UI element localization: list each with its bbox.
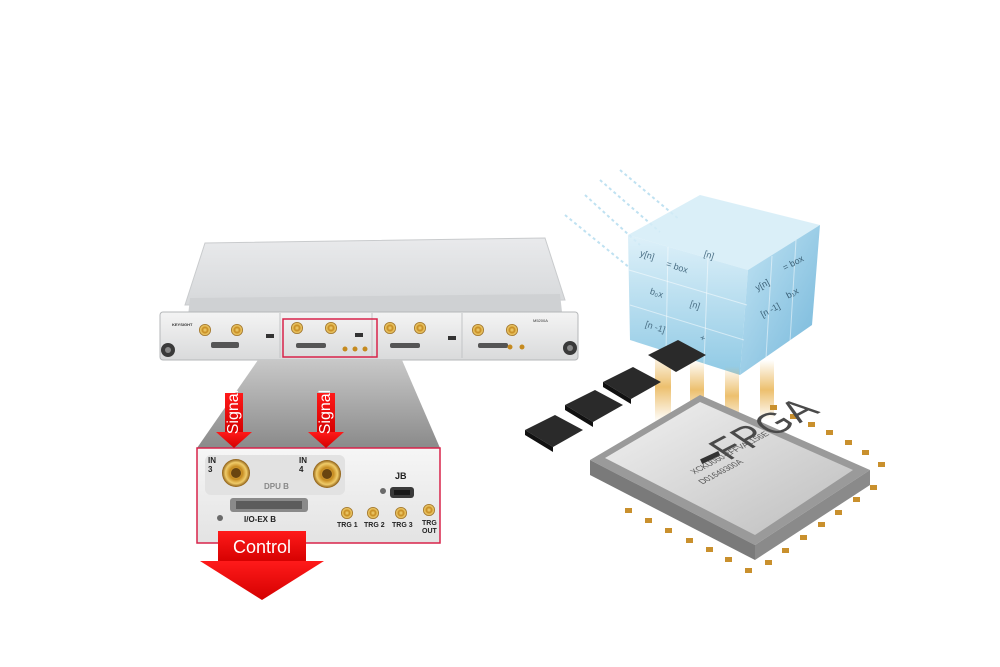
model-label: M5200A <box>533 318 548 323</box>
in4-label: IN 4 <box>299 456 307 474</box>
jb-label: JB <box>395 471 407 481</box>
signal-label-2: Signal <box>317 389 334 435</box>
signal-arrow-2 <box>308 393 344 448</box>
gold-pads <box>625 405 885 573</box>
in3-label: IN 3 <box>208 456 216 474</box>
dpu-label: DPU B <box>264 482 289 491</box>
fpga-chip <box>590 395 870 560</box>
memory-chip-3 <box>603 367 661 404</box>
chassis <box>159 237 579 361</box>
brand-label: KEYSIGHT <box>172 322 193 327</box>
control-label: Control <box>232 537 292 557</box>
memory-chip-1 <box>525 415 583 452</box>
signal-label-1: Signal <box>225 389 242 435</box>
trg3-label: TRG 3 <box>392 522 413 529</box>
memory-chip-2 <box>565 390 623 427</box>
ioex-label: I/O-EX B <box>244 515 277 524</box>
memory-chip-4 <box>648 340 706 372</box>
equation-cube <box>628 195 820 375</box>
bit-stream-1 <box>655 352 671 422</box>
highlight-box <box>282 318 378 358</box>
signal-arrow-1 <box>216 393 252 448</box>
trg-out-label: TRG OUT <box>422 520 437 535</box>
trg2-label: TRG 2 <box>364 522 385 529</box>
detail-panel <box>196 447 441 544</box>
trg1-label: TRG 1 <box>337 522 358 529</box>
control-arrow <box>200 531 324 600</box>
